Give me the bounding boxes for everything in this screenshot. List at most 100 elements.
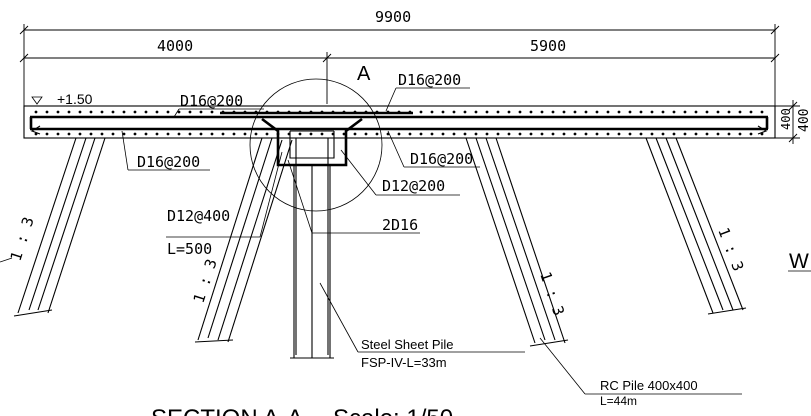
rebar-dot	[342, 110, 346, 114]
rebar-dot	[573, 110, 577, 114]
rebar-dot	[100, 132, 104, 136]
rebar-dot	[122, 110, 126, 114]
leader-lines	[0, 87, 811, 395]
rebar-dot	[298, 110, 302, 114]
rebar-stirrup-right: D12@200	[382, 177, 445, 195]
pile-left-outer	[13, 137, 106, 317]
rebar-dot	[309, 110, 313, 114]
rebar-stirrup-left: D12@400	[167, 207, 230, 225]
rebar-dot	[298, 132, 302, 136]
rebar-dot	[232, 132, 236, 136]
rebar-dot	[562, 110, 566, 114]
rebar-dot	[518, 110, 522, 114]
rebar-dot	[221, 110, 225, 114]
rebar-dot	[760, 110, 764, 114]
rebar-dots	[34, 110, 764, 136]
rebar-dot	[78, 110, 82, 114]
rebar-dot	[199, 110, 203, 114]
rebar-dot	[639, 132, 643, 136]
rebar-dot	[749, 132, 753, 136]
rebar-dot	[485, 132, 489, 136]
dimension-lines	[19, 24, 800, 144]
rebar-dot	[540, 132, 544, 136]
rebar-dot	[452, 132, 456, 136]
rebar-dot	[606, 132, 610, 136]
rebar-dot	[56, 132, 60, 136]
rebar-dot	[452, 110, 456, 114]
rebar-dot	[672, 132, 676, 136]
rebar-dot	[573, 132, 577, 136]
rebar-top-right: D16@200	[398, 71, 461, 89]
rebar-dot	[485, 110, 489, 114]
rebar-dot	[683, 132, 687, 136]
dim-right: 5900	[530, 37, 566, 55]
slab	[23, 105, 776, 139]
rebar-dot	[727, 132, 731, 136]
rebar-dot	[254, 132, 258, 136]
rebar-dot	[716, 110, 720, 114]
rebar-dot	[474, 110, 478, 114]
rebar-dot	[551, 110, 555, 114]
rebar-dot	[144, 132, 148, 136]
rebar-dot	[34, 110, 38, 114]
rebar-dot	[672, 110, 676, 114]
rebar-dot	[595, 132, 599, 136]
rebar-bottom-left: D16@200	[137, 153, 200, 171]
rebar-dot	[320, 132, 324, 136]
rebar-dot	[738, 132, 742, 136]
pile-right-inner	[465, 137, 569, 347]
rebar-dot	[584, 132, 588, 136]
rebar-dot	[166, 110, 170, 114]
rebar-stirrup-left-length: L=500	[167, 240, 212, 258]
rebar-dot	[221, 132, 225, 136]
rc-pile-length: L=44m	[600, 394, 637, 408]
rebar-dot	[496, 132, 500, 136]
rebar-dot	[199, 132, 203, 136]
rebar-dot	[606, 110, 610, 114]
rebar-dot	[661, 132, 665, 136]
rebar-dot	[67, 110, 71, 114]
pile-left-inner	[194, 137, 293, 343]
rebar-dot	[45, 110, 49, 114]
rebar-dot	[364, 132, 368, 136]
dim-total: 9900	[375, 8, 411, 26]
rebar-dot	[617, 132, 621, 136]
rebar-dot	[353, 132, 357, 136]
rebar-dot	[441, 132, 445, 136]
rebar-dot	[232, 110, 236, 114]
rebar-dot	[56, 110, 60, 114]
rebar-dot	[661, 110, 665, 114]
rebar-dot	[617, 110, 621, 114]
rebar-dot	[353, 110, 357, 114]
rebar-dot	[562, 132, 566, 136]
rebar-dot	[738, 110, 742, 114]
rebar-dot	[100, 110, 104, 114]
rebar-bottom-right: D16@200	[410, 150, 473, 168]
slope-left-inner: 1 : 3	[190, 257, 221, 306]
rebar-dot	[430, 110, 434, 114]
rebar-dot	[89, 110, 93, 114]
rebar-dot	[628, 110, 632, 114]
rebar-dot	[650, 110, 654, 114]
sheet-pile-spec: FSP-IV-L=33m	[361, 355, 447, 370]
rebar-dot	[540, 110, 544, 114]
rebar-dot	[254, 110, 258, 114]
rebar-dot	[320, 110, 324, 114]
rebar-dot	[529, 110, 533, 114]
rebar-dot	[375, 110, 379, 114]
rebar-dot	[375, 132, 379, 136]
rebar-dot	[111, 110, 115, 114]
rc-pile-title: RC Pile 400x400	[600, 378, 698, 393]
rebar-dot	[45, 132, 49, 136]
partial-label: W	[789, 250, 809, 273]
section-mark: A	[357, 63, 371, 85]
rebar-dot	[595, 110, 599, 114]
rebar-dot	[694, 110, 698, 114]
rebar-dot	[694, 132, 698, 136]
rebar-dot	[133, 110, 137, 114]
rebar-dot	[419, 110, 423, 114]
rebar-dot	[441, 110, 445, 114]
slope-left-outer: 1 : 3	[7, 215, 38, 264]
rebar-dot	[243, 110, 247, 114]
